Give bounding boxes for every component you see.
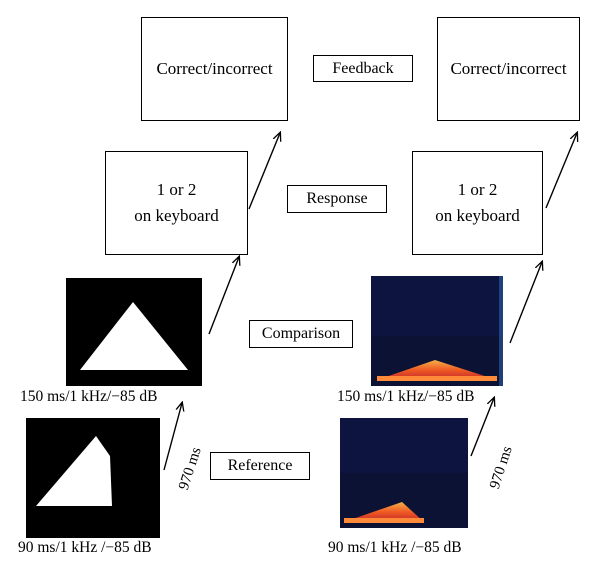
left-feedback-box: Correct/incorrect xyxy=(141,17,288,121)
right-comparison-spectrogram xyxy=(371,276,503,386)
left-interval-label: 970 ms xyxy=(176,445,205,492)
right-response-to-feedback-arrow xyxy=(545,133,577,209)
left-response-line1: 1 or 2 xyxy=(156,179,197,199)
right-reference-caption: 90 ms/1 kHz /−85 dB xyxy=(328,539,462,556)
comparison-label: Comparison xyxy=(249,320,353,348)
right-response-box: 1 or 2 on keyboard xyxy=(412,151,543,255)
response-label: Response xyxy=(287,185,387,213)
right-response-line1: 1 or 2 xyxy=(457,179,498,199)
truncated-triangle-shape-icon xyxy=(36,436,112,506)
right-interval-label: 970 ms xyxy=(487,444,516,491)
left-response-box: 1 or 2 on keyboard xyxy=(105,151,248,255)
right-reference-spectrogram xyxy=(340,418,468,528)
left-reference-caption: 90 ms/1 kHz /−85 dB xyxy=(18,539,152,556)
reference-label: Reference xyxy=(210,452,310,480)
left-response-to-feedback-arrow xyxy=(248,133,280,210)
right-response-line2: on keyboard xyxy=(435,206,520,225)
left-reference-to-comparison-arrow xyxy=(163,403,182,471)
feedback-label: Feedback xyxy=(313,55,413,82)
right-comparison-to-response-arrow xyxy=(509,262,542,344)
left-comparison-to-response-arrow xyxy=(208,257,239,335)
spectrogram-reference-icon xyxy=(340,418,468,523)
left-response-line2: on keyboard xyxy=(134,206,219,225)
left-feedback-text: Correct/incorrect xyxy=(156,58,273,78)
right-reference-to-comparison-arrow xyxy=(470,398,494,457)
right-comparison-caption: 150 ms/1 kHz/−85 dB xyxy=(337,388,475,405)
spectrogram-comparison-icon xyxy=(371,276,503,386)
right-feedback-box: Correct/incorrect xyxy=(437,17,580,121)
left-reference-visual-stimulus xyxy=(26,418,160,538)
right-feedback-text: Correct/incorrect xyxy=(450,58,567,78)
triangle-shape-icon xyxy=(80,302,188,370)
left-comparison-caption: 150 ms/1 kHz/−85 dB xyxy=(20,388,158,405)
left-comparison-visual-stimulus xyxy=(66,278,202,386)
